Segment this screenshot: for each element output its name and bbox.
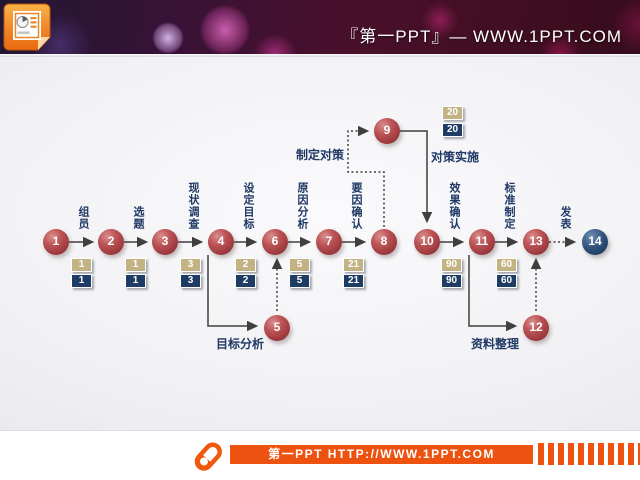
- flow-node-13: 13: [523, 229, 549, 255]
- value-box-top: 21: [343, 258, 364, 272]
- flow-node-5: 5: [264, 315, 290, 341]
- value-box-bottom: 20: [442, 123, 463, 137]
- value-box-bottom: 2: [235, 274, 256, 288]
- step-label-yuanyin: 原因分析: [296, 182, 308, 230]
- flow-node-6: 6: [262, 229, 288, 255]
- connector-lines: [69, 125, 577, 332]
- value-box-top: 1: [125, 258, 146, 272]
- paperclip-icon: [194, 442, 222, 471]
- flow-node-10: 10: [414, 229, 440, 255]
- site-footer: 第一PPT HTTP://WWW.1PPT.COM: [0, 430, 640, 480]
- step-label-zhiding-duice: 制定对策: [295, 148, 344, 162]
- powerpoint-document-icon: [3, 3, 51, 51]
- step-label-sheding: 设定目标: [242, 182, 254, 230]
- value-box-bottom: 1: [125, 274, 146, 288]
- step-label-zuyuan: 组员: [77, 206, 89, 230]
- value-box-top: 60: [496, 258, 517, 272]
- flow-node-1: 1: [43, 229, 69, 255]
- flow-node-7: 7: [316, 229, 342, 255]
- value-box-top: 1: [71, 258, 92, 272]
- value-box-bottom: 21: [343, 274, 364, 288]
- dotted-connectors: [271, 125, 577, 311]
- step-label-yaoyin: 要因确认: [350, 182, 362, 230]
- step-label-xianzhuang: 现状调查: [187, 182, 199, 230]
- flow-node-8: 8: [371, 229, 397, 255]
- value-box-bottom: 90: [441, 274, 462, 288]
- value-box-top: 2: [235, 258, 256, 272]
- slide-canvas: 1 2 3 4 5 6 7 8 9 10 11 12 13 14 组员 选题 现…: [0, 57, 640, 430]
- flow-node-2: 2: [98, 229, 124, 255]
- step-label-xiaoguo: 效果确认: [448, 182, 460, 230]
- value-box-top: 3: [180, 258, 201, 272]
- step-label-duice-shishi: 对策实施: [431, 150, 480, 164]
- step-label-mubiao-fenxi: 目标分析: [216, 337, 265, 351]
- value-box-bottom: 5: [289, 274, 310, 288]
- solid-connectors: [69, 130, 519, 332]
- flow-node-11: 11: [469, 229, 495, 255]
- brand-text[interactable]: 『第一PPT』— WWW.1PPT.COM: [341, 27, 622, 46]
- value-box-bottom: 60: [496, 274, 517, 288]
- step-label-ziliao-zhengli: 资料整理: [471, 337, 520, 351]
- footer-site-link[interactable]: 第一PPT HTTP://WWW.1PPT.COM: [230, 445, 533, 464]
- header-divider: [0, 54, 640, 57]
- flow-node-14: 14: [582, 229, 608, 255]
- flow-node-9: 9: [374, 118, 400, 144]
- value-box-bottom: 1: [71, 274, 92, 288]
- step-label-xuanti: 选题: [132, 206, 144, 230]
- value-box-top: 5: [289, 258, 310, 272]
- step-label-biaozhun: 标准制定: [503, 182, 515, 230]
- site-header: 『第一PPT』— WWW.1PPT.COM: [0, 0, 640, 54]
- flow-node-4: 4: [208, 229, 234, 255]
- flow-node-12: 12: [523, 315, 549, 341]
- footer-stripes-decoration: [538, 443, 640, 465]
- step-label-fabiao: 发表: [559, 206, 571, 230]
- value-box-top: 20: [442, 106, 463, 120]
- value-box-top: 90: [441, 258, 462, 272]
- flow-node-3: 3: [152, 229, 178, 255]
- value-box-bottom: 3: [180, 274, 201, 288]
